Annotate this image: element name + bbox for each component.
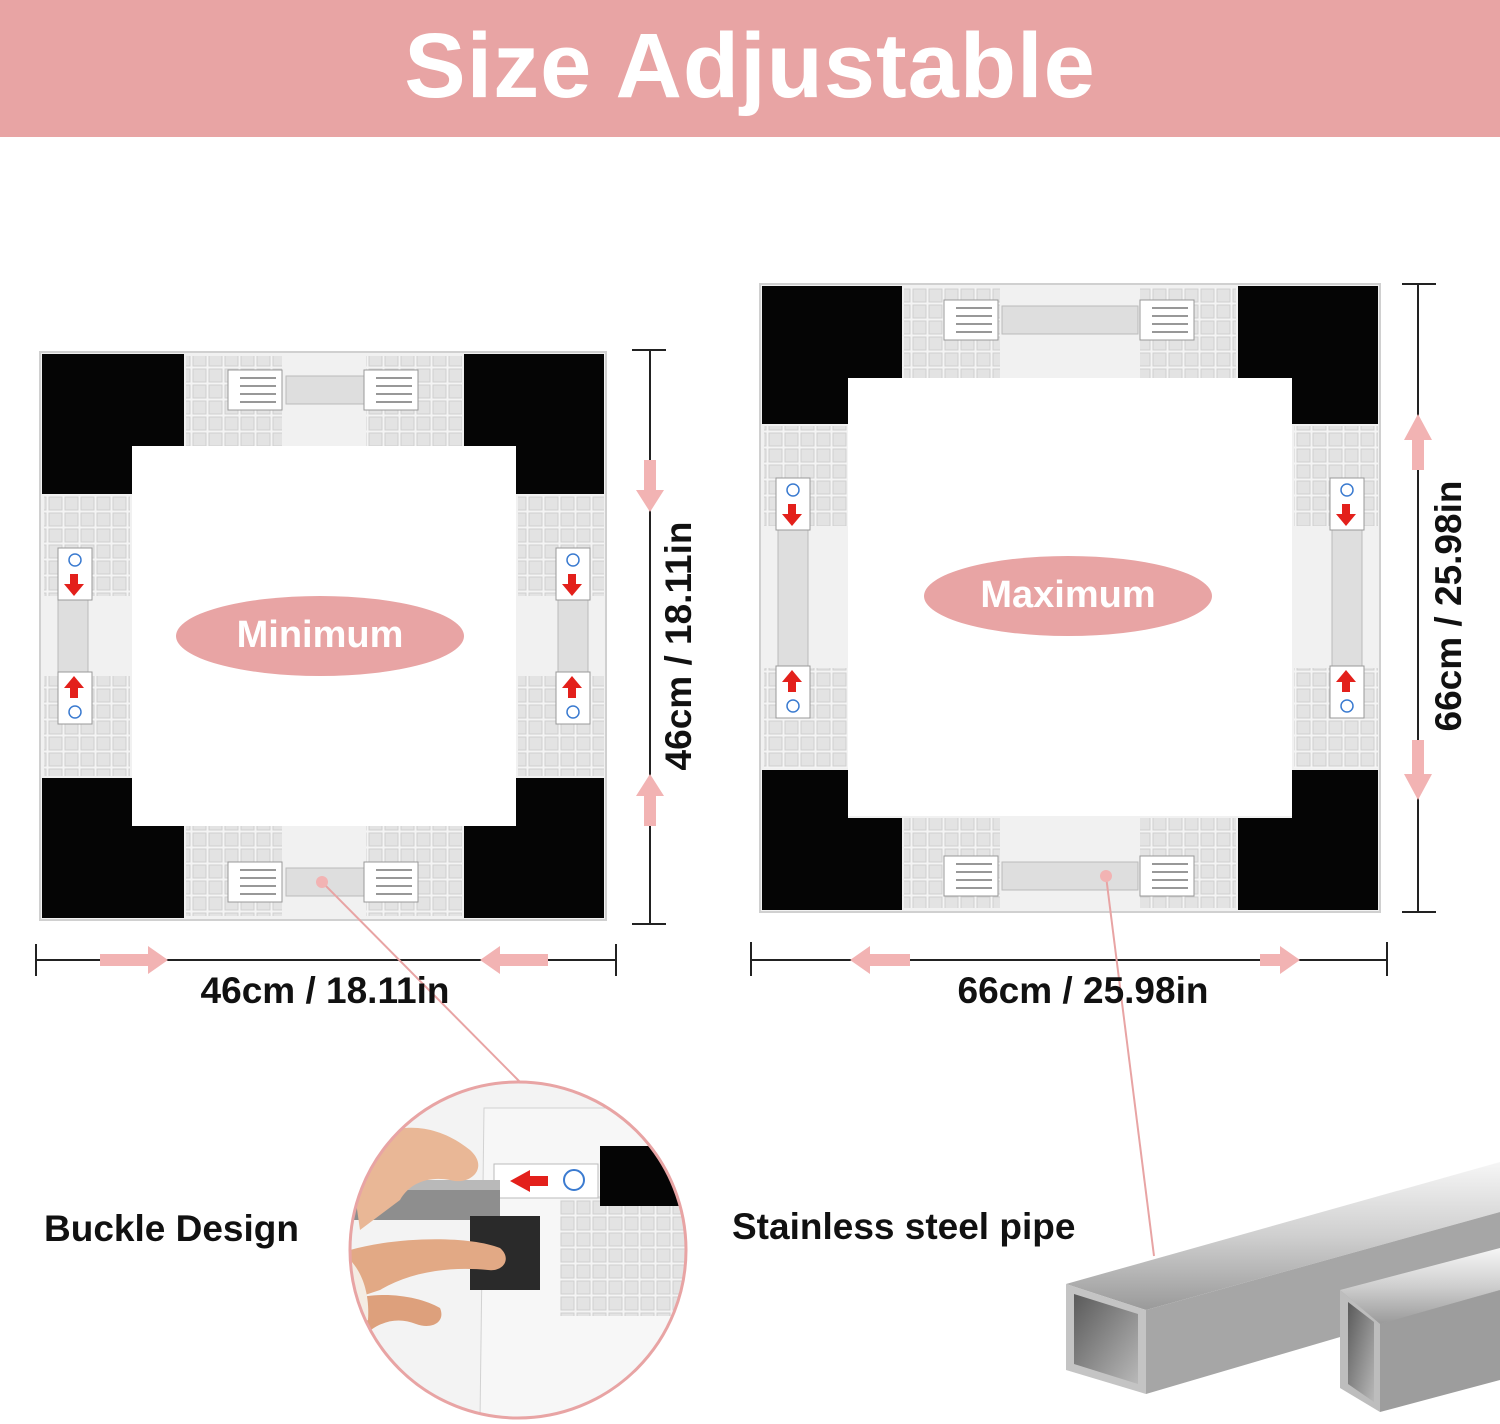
minimum-label: Minimum (236, 614, 404, 656)
buckle-detail-zoom (348, 1080, 688, 1420)
rubber-pad-bottom-left (42, 778, 184, 918)
page-title: Size Adjustable (404, 15, 1096, 117)
stainless-steel-pipes (1066, 1162, 1500, 1412)
rubber-pad-bottom-right (464, 778, 604, 918)
rubber-pad-top-right (464, 354, 604, 494)
rubber-pad-top-left (42, 354, 184, 494)
steel-bar-top (1001, 305, 1139, 335)
max-width-label: 66cm / 25.98in (957, 970, 1209, 1011)
buckle-leader-line (321, 881, 521, 1083)
arrow-outward-bottom (1404, 740, 1432, 800)
arrow-inward-right (480, 946, 548, 974)
maximum-pill (924, 556, 1212, 636)
min-height-label: 46cm / 18.11in (658, 521, 699, 771)
minimum-pill (176, 596, 464, 676)
min-width-label: 46cm / 18.11in (200, 970, 450, 1011)
arrow-outward-left (850, 946, 910, 974)
steel-bar-bottom (285, 867, 365, 897)
minimum-stand (35, 349, 666, 976)
rubber-pad-top-right (1238, 286, 1378, 424)
steel-bar-right (557, 599, 589, 673)
stainless-steel-pipe-label: Stainless steel pipe (732, 1206, 1076, 1247)
steel-bar-right (1331, 529, 1363, 667)
arrow-inward-top (636, 460, 664, 512)
buckle-design-label: Buckle Design (44, 1208, 299, 1249)
steel-bar-left (777, 529, 809, 667)
steel-bar-top (285, 375, 365, 405)
arrow-outward-right (1260, 946, 1300, 974)
maximum-label: Maximum (980, 574, 1156, 616)
max-height-label: 66cm / 25.98in (1428, 480, 1469, 732)
steel-bar-bottom (1001, 861, 1139, 891)
pipe-leader-line (1105, 875, 1155, 1257)
rubber-pad-bottom-left (762, 770, 902, 910)
maximum-stand (750, 283, 1436, 976)
arrow-inward-bottom (636, 774, 664, 826)
steel-bar-left (57, 599, 89, 673)
arrow-inward-left (100, 946, 168, 974)
title-banner (0, 0, 1500, 137)
arrow-outward-top (1404, 414, 1432, 470)
rubber-pad-top-left (762, 286, 902, 424)
rubber-pad-bottom-right (1238, 770, 1378, 910)
